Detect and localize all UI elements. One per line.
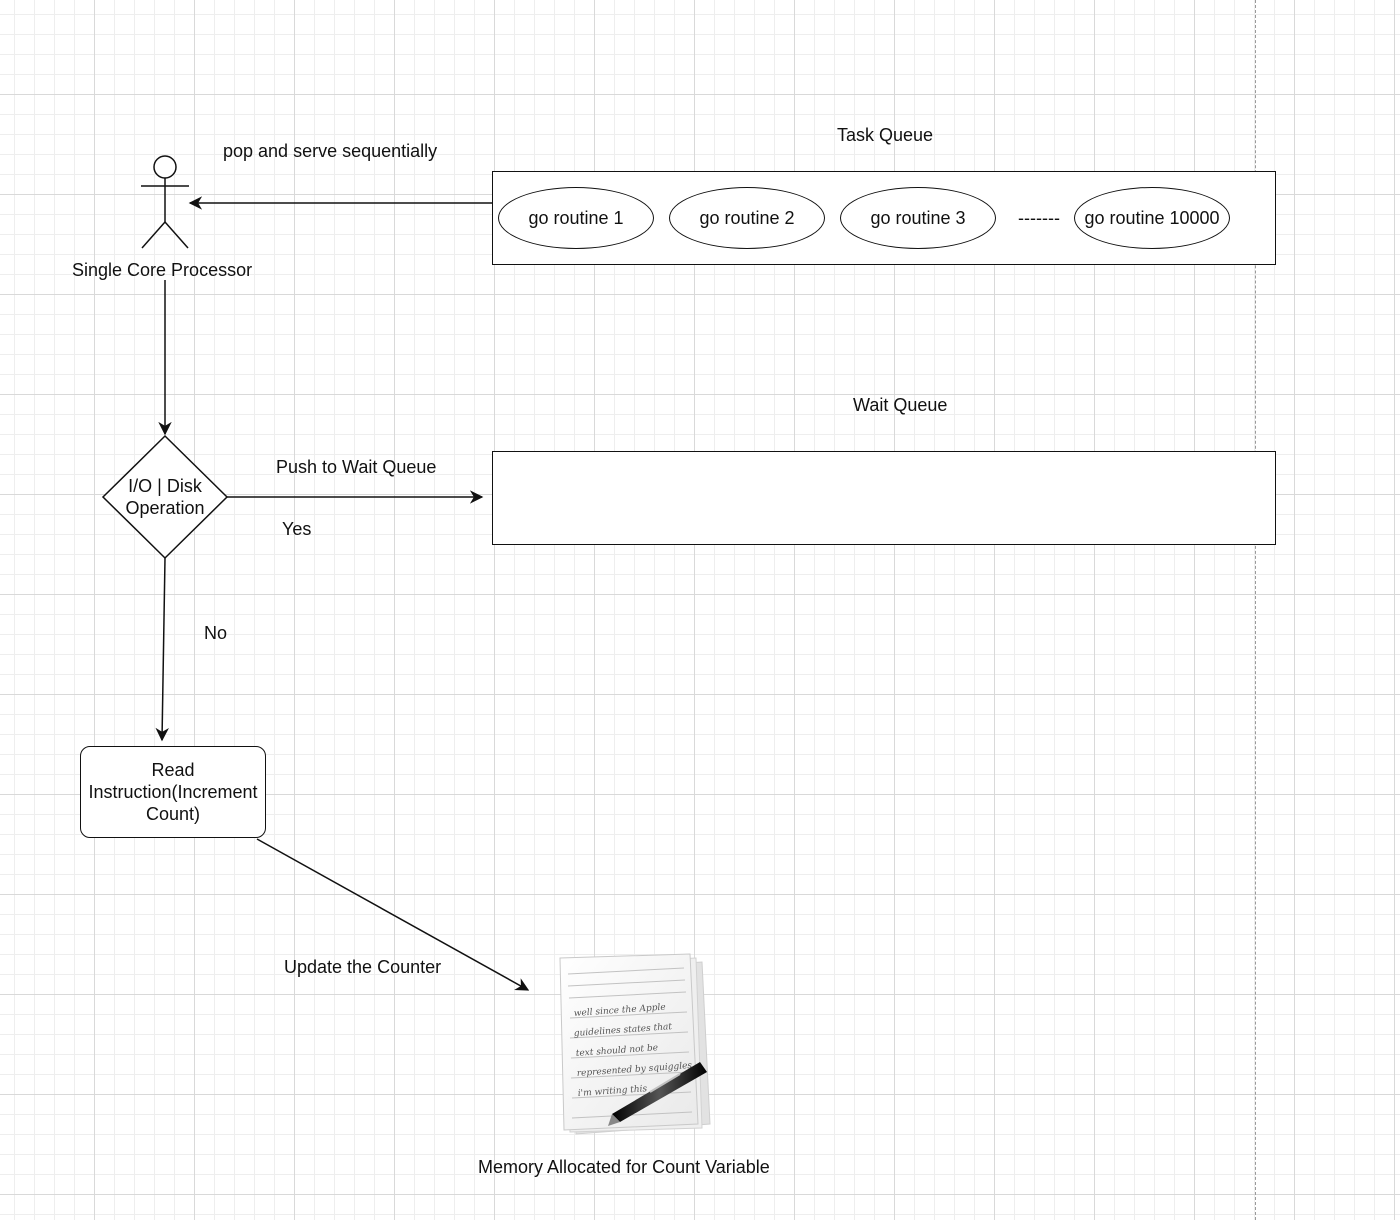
note-handwriting: well since the Apple guidelines states t… [574, 1003, 693, 1099]
wait-queue-container[interactable] [492, 451, 1276, 545]
task-item-label: go routine 10000 [1084, 207, 1220, 228]
instruction-label: Read Instruction(Increment Count) [80, 746, 266, 838]
decision-line-1: I/O | Disk [128, 476, 202, 496]
paper-lines [567, 967, 693, 1119]
page-boundary-line [1255, 0, 1256, 1220]
instruction-line-1: Read [151, 760, 195, 780]
wait-queue-title: Wait Queue [853, 395, 948, 415]
decision-line-2: Operation [125, 498, 205, 518]
push-edge-label: Push to Wait Queue [276, 457, 437, 477]
actor-icon[interactable] [141, 155, 189, 249]
task-queue-title: Task Queue [837, 125, 934, 145]
no-edge-label: No [204, 623, 228, 643]
instruction-box[interactable] [80, 746, 266, 838]
task-item-label: go routine 3 [870, 207, 966, 228]
task-item-label: go routine 1 [528, 207, 624, 228]
pen-icon [608, 1062, 707, 1126]
task-item-label: go routine 2 [699, 207, 795, 228]
decision-label: I/O | Disk Operation [103, 472, 227, 522]
task-item-go-routine-3[interactable]: go routine 3 [840, 187, 996, 249]
instruction-line-2: Instruction(Increment [88, 782, 258, 802]
task-item-go-routine-2[interactable]: go routine 2 [669, 187, 825, 249]
update-edge-label: Update the Counter [284, 957, 442, 977]
notepad-pen-icon[interactable]: well since the Apple guidelines states t… [550, 948, 715, 1143]
task-queue-ellipsis: ------- [1018, 208, 1060, 228]
no-arrow [155, 557, 169, 742]
processor-label: Single Core Processor [72, 260, 253, 280]
pop-edge-label: pop and serve sequentially [223, 141, 438, 161]
task-item-go-routine-10000[interactable]: go routine 10000 [1074, 187, 1230, 249]
memory-label: Memory Allocated for Count Variable [478, 1157, 770, 1177]
instruction-line-3: Count) [145, 804, 201, 824]
task-item-go-routine-1[interactable]: go routine 1 [498, 187, 654, 249]
yes-edge-label: Yes [282, 519, 312, 539]
update-arrow [256, 838, 530, 991]
note-line-5: i'm writing this [578, 1084, 648, 1099]
